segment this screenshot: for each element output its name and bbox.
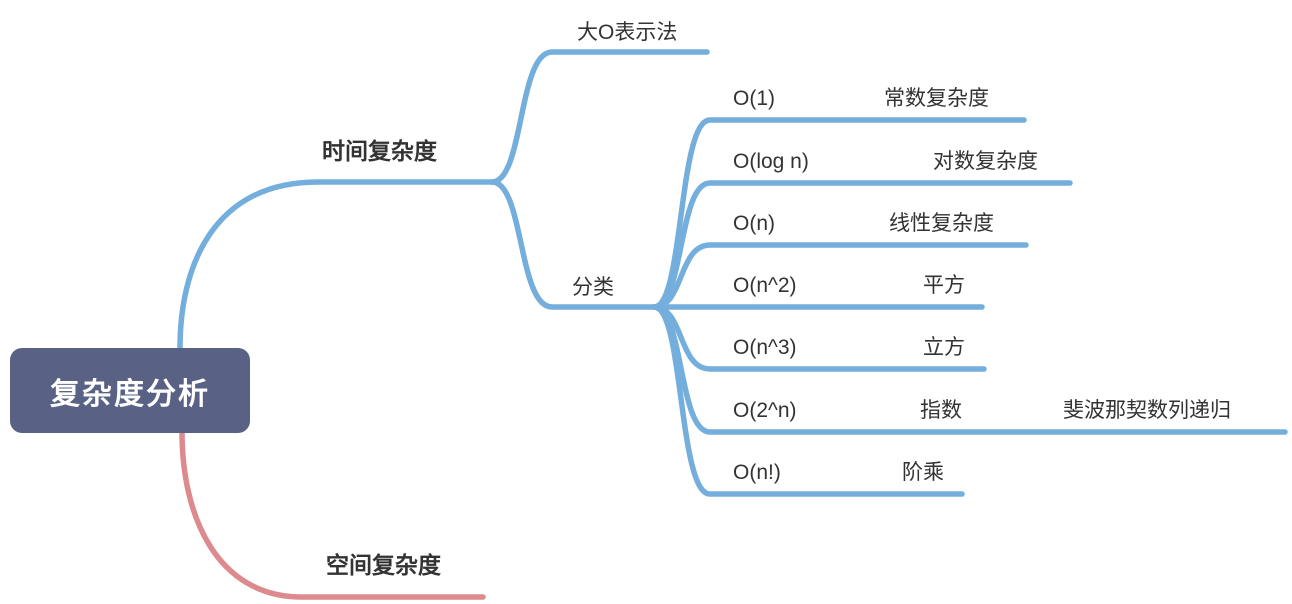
node-ologn-name[interactable]: 对数复杂度 [933,150,1038,173]
node-category[interactable]: 分类 [572,276,614,299]
edge-root-time [177,179,495,351]
edge-time-category [489,179,657,310]
node-time-complexity[interactable]: 时间复杂度 [322,138,437,164]
node-ologn-notation[interactable]: O(log n) [733,150,809,173]
edge-category-on [651,242,1029,310]
node-on2-name[interactable]: 平方 [923,274,965,297]
edge-category-onfact [651,304,965,497]
node-on3-notation[interactable]: O(n^3) [733,336,797,359]
edge-root-space [179,429,486,600]
node-space-complexity[interactable]: 空间复杂度 [326,552,441,578]
node-on3-name[interactable]: 立方 [923,336,965,359]
node-onfact-notation[interactable]: O(n!) [733,461,781,484]
root-node-complexity-analysis[interactable]: 复杂度分析 [10,348,250,433]
edge-time-bigo [489,49,710,185]
node-o1-name[interactable]: 常数复杂度 [884,87,989,110]
node-big-o-notation[interactable]: 大O表示法 [577,21,678,44]
node-on2-notation[interactable]: O(n^2) [733,274,797,297]
node-onfact-name[interactable]: 阶乘 [902,461,944,484]
node-on-name[interactable]: 线性复杂度 [889,212,994,235]
node-fibonacci-example[interactable]: 斐波那契数列递归 [1063,399,1231,422]
node-o1-notation[interactable]: O(1) [733,87,775,110]
node-o2n-notation[interactable]: O(2^n) [733,399,797,422]
node-on-notation[interactable]: O(n) [733,212,775,235]
node-o2n-name[interactable]: 指数 [920,399,962,422]
